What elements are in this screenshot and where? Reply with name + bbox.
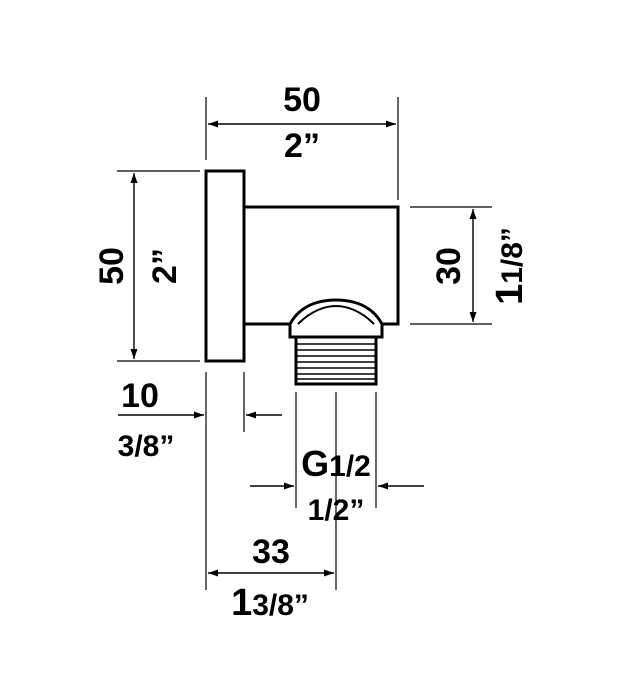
dim-plate-thickness-inch: 3/8” bbox=[118, 430, 175, 463]
dim-thread-inch: 1/2” bbox=[308, 494, 365, 527]
outlet-neck bbox=[288, 324, 384, 339]
body-outline bbox=[244, 205, 400, 326]
dim-body-height-inch: 11/8” bbox=[489, 227, 531, 305]
outlet-dome bbox=[297, 304, 375, 325]
dim-thread-label: G1/2 bbox=[301, 443, 371, 484]
dim-body-height-mm: 30 bbox=[430, 247, 468, 285]
dim-outlet-offset-inch: 13/8” bbox=[231, 582, 309, 624]
dim-overall-width-inch: 2” bbox=[284, 127, 320, 165]
extension-lines bbox=[117, 97, 492, 590]
dim-plate-thickness-mm: 10 bbox=[121, 377, 159, 415]
thread-connector bbox=[294, 337, 378, 386]
part-outline bbox=[204, 169, 400, 386]
dim-overall-width-mm: 50 bbox=[283, 81, 321, 119]
wall-plate bbox=[204, 169, 246, 363]
dim-overall-height-inch: 2” bbox=[146, 248, 184, 284]
dim-overall-height-mm: 50 bbox=[93, 247, 131, 285]
dim-outlet-offset-mm: 33 bbox=[252, 533, 290, 571]
dimension-lines bbox=[118, 120, 477, 577]
